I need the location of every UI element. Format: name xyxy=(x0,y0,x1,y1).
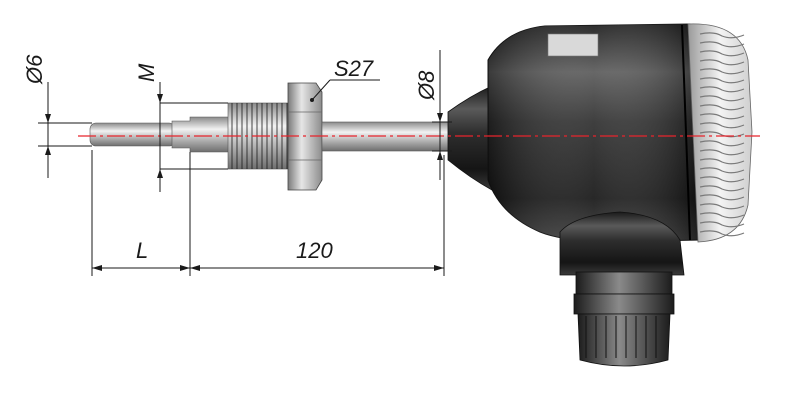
dimension-m: M xyxy=(134,63,228,192)
label-m: M xyxy=(134,63,159,82)
probe-tip xyxy=(89,122,176,147)
label-d8: Ø8 xyxy=(414,70,439,101)
probe-neck xyxy=(171,116,231,153)
dimension-s27: S27 xyxy=(310,56,380,102)
label-120: 120 xyxy=(296,238,333,263)
cable-gland xyxy=(573,271,675,367)
dimension-length: L 120 xyxy=(91,150,445,276)
dimension-d8: Ø8 xyxy=(414,50,452,180)
label-plate xyxy=(547,33,599,57)
label-d6: Ø6 xyxy=(22,54,47,85)
housing-cap xyxy=(687,23,753,243)
label-s27: S27 xyxy=(334,56,374,81)
label-l: L xyxy=(136,238,148,263)
dimension-d6: Ø6 xyxy=(22,54,92,178)
terminal-housing xyxy=(447,23,753,276)
